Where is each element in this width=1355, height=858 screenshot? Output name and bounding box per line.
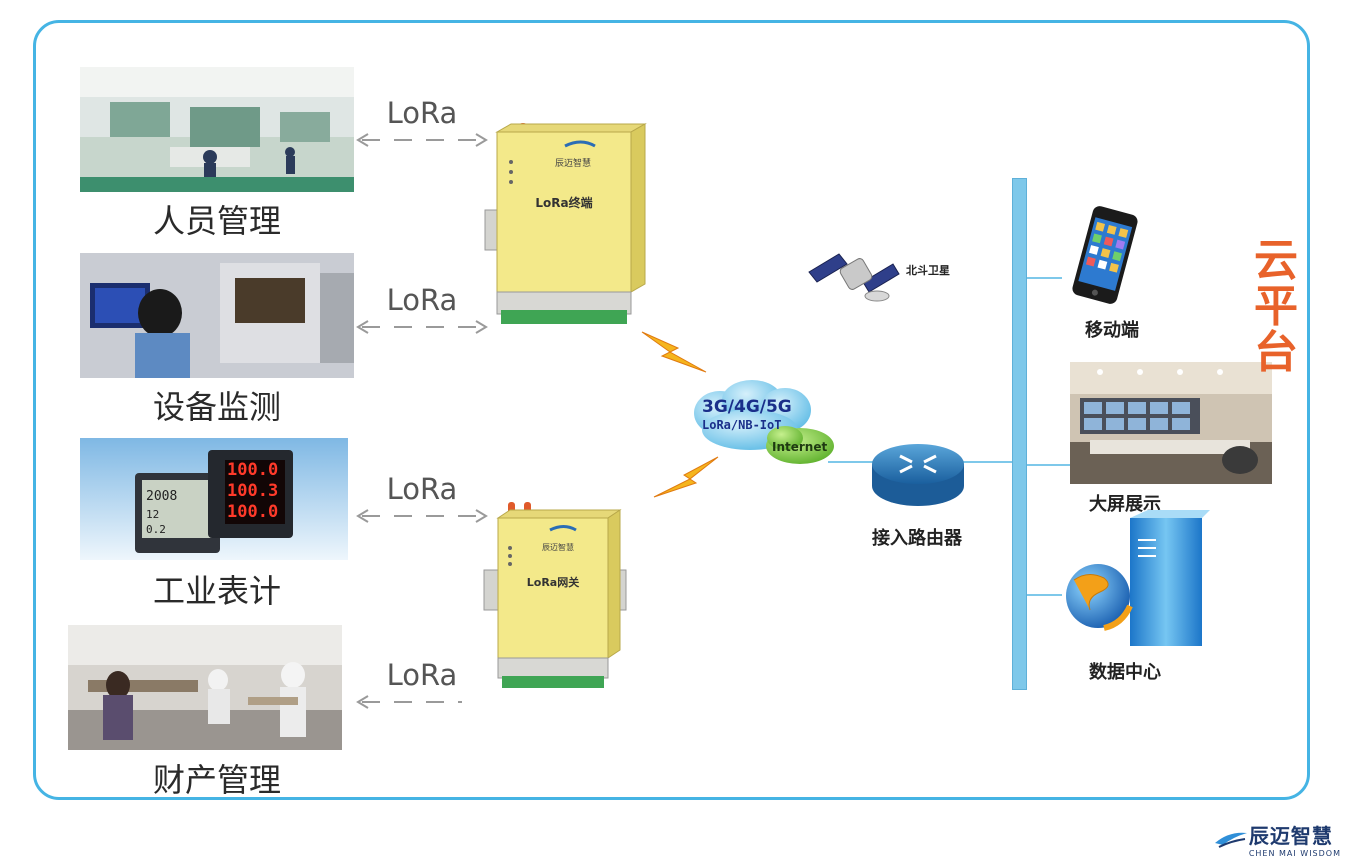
dashed-double-arrow-icon <box>356 320 488 334</box>
terminal-brand-label: 辰迈智慧 <box>555 159 592 169</box>
lora-link-label: LoRa <box>386 472 458 506</box>
brand-subtitle: CHEN MAI WISDOM <box>1248 849 1341 858</box>
satellite-label: 北斗卫星 <box>906 264 950 277</box>
lora-link-2: LoRa <box>352 283 492 335</box>
equipment-monitoring-photo <box>80 253 354 378</box>
network-cloud-icon <box>694 380 834 464</box>
meter-reading-3: 100.0 <box>227 502 279 522</box>
mobile-phone-icon <box>1072 206 1138 304</box>
staff-management-caption: 人员管理 <box>152 202 281 240</box>
lora-terminal-device: 辰迈智慧 LoRa终端 <box>475 120 665 340</box>
lora-link-3: LoRa <box>352 472 492 524</box>
lora-link-4: LoRa <box>352 658 492 710</box>
satellite-icon <box>808 253 900 302</box>
big-screen-photo <box>1070 362 1272 484</box>
wireless-signal-icon <box>653 456 719 498</box>
asset-management-photo <box>68 625 342 750</box>
svg-text:0.2: 0.2 <box>146 523 166 536</box>
equipment-monitoring-caption: 设备监测 <box>152 388 281 426</box>
brand-name: 辰迈智慧 <box>1248 824 1333 848</box>
brand-swoosh-icon <box>1214 832 1247 848</box>
router-label: 接入路由器 <box>872 528 962 549</box>
brand-logo: 辰迈智慧 CHEN MAI WISDOM <box>1213 820 1341 858</box>
cloud-internet-text: Internet <box>772 440 828 454</box>
svg-text:12: 12 <box>146 508 159 521</box>
lora-link-label: LoRa <box>386 96 458 130</box>
dashed-left-arrow-icon <box>356 695 462 709</box>
svg-text:2008: 2008 <box>146 489 177 504</box>
meter-reading-2: 100.3 <box>227 481 279 501</box>
cloud-protocol-text: LoRa/NB-IoT <box>702 418 782 432</box>
cloud-bus-bar <box>1012 178 1027 690</box>
dashed-double-arrow-icon <box>356 509 488 523</box>
lora-link-1: LoRa <box>352 96 492 148</box>
cloud-platform-title: 云平台 <box>1254 235 1298 378</box>
mobile-label: 移动端 <box>1085 320 1139 341</box>
lora-gateway-device: 辰迈智慧 LoRa网关 <box>480 500 640 695</box>
asset-management-caption: 财产管理 <box>152 761 281 799</box>
router-icon <box>872 444 964 506</box>
staff-management-photo <box>80 67 354 192</box>
meter-reading-1: 100.0 <box>227 460 279 480</box>
diagram-frame <box>33 20 1310 800</box>
industrial-meter-caption: 工业表计 <box>152 572 281 610</box>
lora-link-label: LoRa <box>386 283 458 317</box>
lora-link-label: LoRa <box>386 658 458 692</box>
cloud-network-text: 3G/4G/5G <box>702 397 792 417</box>
terminal-title-label: LoRa终端 <box>535 196 593 210</box>
wireless-signal-icon <box>641 331 707 373</box>
big-screen-label: 大屏展示 <box>1089 494 1161 515</box>
gateway-brand-label: 辰迈智慧 <box>542 543 574 552</box>
gateway-title-label: LoRa网关 <box>526 576 580 589</box>
industrial-meter-photo: 2008 12 0.2 100.0 100.3 100.0 <box>80 438 348 560</box>
dashed-double-arrow-icon <box>356 133 488 147</box>
data-center-icon <box>1066 510 1210 646</box>
data-center-label: 数据中心 <box>1089 662 1161 683</box>
